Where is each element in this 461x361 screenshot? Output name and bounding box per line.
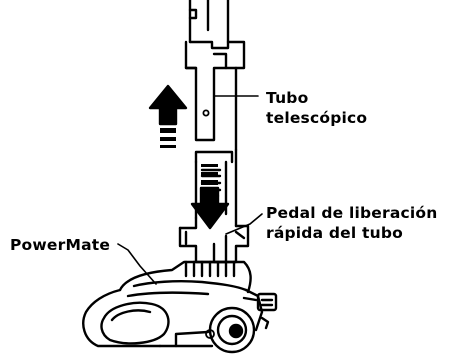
tube-label-line-2: telescópico	[266, 109, 368, 127]
pedal-leader-line	[225, 213, 263, 235]
pedal-label-line-1: Pedal de liberación	[266, 204, 438, 222]
pedal-label: Pedal de liberación rápida del tubo	[266, 203, 437, 243]
down-arrow-icon	[190, 164, 230, 230]
tube-label-line-1: Tubo	[266, 89, 309, 107]
powermate-leader-line	[117, 243, 157, 285]
telescopic-tube	[184, 0, 246, 152]
up-arrow-icon	[148, 84, 188, 148]
tube-label: Tubo telescópico	[266, 88, 367, 128]
powermate-label: PowerMate	[10, 236, 111, 254]
pedal-label-line-2: rápida del tubo	[266, 224, 403, 242]
powermate-body	[82, 260, 278, 354]
